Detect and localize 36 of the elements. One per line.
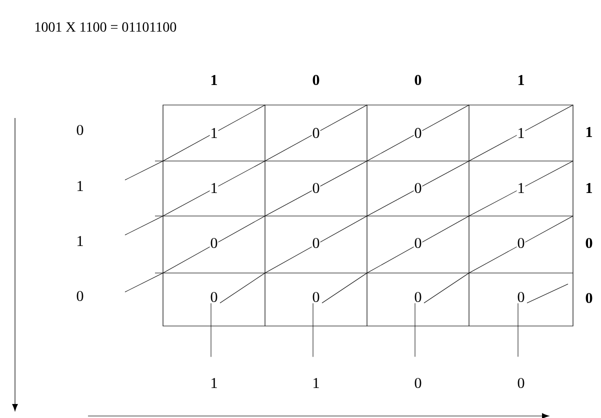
cell-digit: 0 xyxy=(414,127,422,139)
cell-digit: 1 xyxy=(516,182,526,194)
cell-digit: 0 xyxy=(312,237,320,249)
cell-digit: 0 xyxy=(209,290,219,304)
column-header: 1 xyxy=(211,75,217,85)
row-result: 0 xyxy=(586,292,592,304)
cell-digit: 1 xyxy=(210,128,218,138)
row-header: 1 xyxy=(78,181,83,191)
leader-line xyxy=(210,303,212,358)
result-digit: 0 xyxy=(413,376,423,390)
cell-digit: 0 xyxy=(312,127,320,139)
row-header: 0 xyxy=(76,124,84,136)
leader-line xyxy=(312,303,314,358)
title: 1001 X 1100 = 01101100 xyxy=(35,22,176,32)
column-header: 0 xyxy=(312,74,320,86)
cell-digit: 0 xyxy=(516,237,526,249)
column-header: 1 xyxy=(518,75,524,85)
result-digit: 1 xyxy=(311,377,321,389)
row-result: 1 xyxy=(586,127,592,137)
result-digit: 0 xyxy=(516,376,526,390)
cell-digit: 0 xyxy=(414,182,422,194)
cell-digit: 0 xyxy=(516,290,526,304)
cell-digit: 1 xyxy=(516,128,526,138)
cell-digit: 0 xyxy=(311,290,321,304)
cell-digit: 0 xyxy=(414,237,422,249)
cell-digit: 1 xyxy=(210,182,218,194)
cell-digit: 0 xyxy=(210,237,218,249)
column-header: 0 xyxy=(414,74,422,86)
result-digit: 1 xyxy=(209,377,219,389)
row-header: 1 xyxy=(78,236,83,246)
cell-digit: 0 xyxy=(312,182,320,194)
leader-line xyxy=(414,303,416,357)
row-header: 0 xyxy=(76,290,84,302)
cell-digit: 0 xyxy=(413,290,423,304)
row-result: 0 xyxy=(586,238,592,248)
row-result: 1 xyxy=(586,183,592,193)
